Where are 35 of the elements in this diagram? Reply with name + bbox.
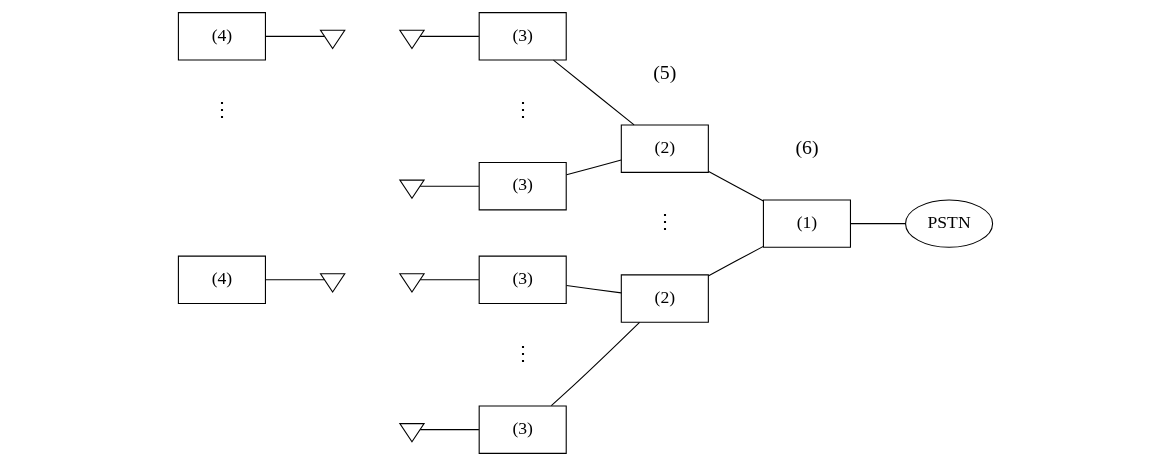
connector [565,285,622,294]
node-box: (3) [478,161,567,211]
label: (6) [794,135,819,158]
node-antenna [398,423,425,443]
connector [264,279,325,281]
label: ⋮ [512,98,533,121]
node-box: (3) [478,405,567,454]
connector [419,35,479,37]
node-box: (4) [177,255,266,305]
connector [419,279,479,281]
connector [707,245,764,277]
label: (5) [652,60,676,83]
label: ⋮ [211,98,232,121]
node-antenna [398,273,425,293]
label: ⋮ [512,341,533,364]
connector [849,223,906,225]
node-antenna [398,179,425,200]
connector [565,159,622,176]
node-box: (2) [620,274,709,323]
node-box: (2) [620,124,709,173]
node-antenna [319,273,346,293]
connector [552,59,635,126]
node-box: (3) [478,255,567,305]
node-box: (3) [478,12,567,61]
node-antenna [398,29,425,50]
connector [264,35,325,37]
label: ⋮ [654,210,675,233]
node-box: (4) [177,12,266,61]
node-antenna [319,29,346,50]
connector [707,171,764,202]
connector [419,429,479,431]
node-ellipse: PSTN [904,199,993,248]
node-box: (1) [762,199,851,248]
connector [419,185,479,187]
connector [550,321,640,407]
